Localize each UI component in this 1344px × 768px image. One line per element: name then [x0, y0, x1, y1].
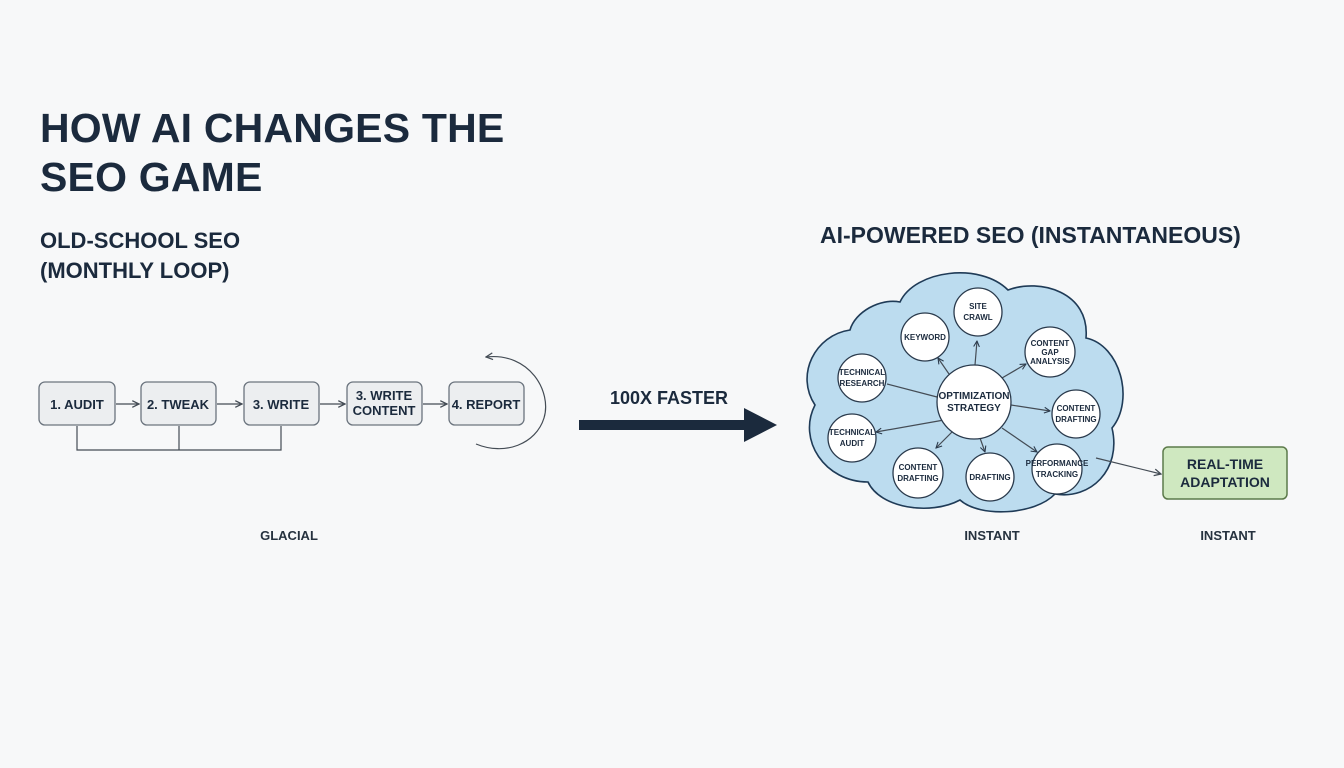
node-performance-tracking-label-2: TRACKING [1036, 470, 1078, 479]
real-time-adaptation-label-2: ADAPTATION [1180, 474, 1270, 490]
node-drafting-label: DRAFTING [969, 473, 1010, 482]
step-write-content-label-1: 3. WRITE [356, 388, 413, 403]
real-time-adaptation: REAL-TIME ADAPTATION INSTANT [1162, 446, 1288, 543]
real-time-adaptation-box [1162, 446, 1288, 500]
old-school-heading: OLD-SCHOOL SEO (MONTHLY LOOP) [40, 226, 360, 286]
node-content-drafting-bottom-circle [892, 447, 944, 499]
step-report-label: 4. REPORT [452, 397, 521, 412]
faster-arrow-head [744, 408, 777, 442]
faster-arrow-shaft [579, 420, 747, 430]
instant-caption-adaptation: INSTANT [1200, 528, 1255, 543]
node-content-gap-analysis-label-3: ANALYSIS [1030, 357, 1070, 366]
node-site-crawl: SITE CRAWL [953, 287, 1003, 337]
old-school-heading-line-2: (MONTHLY LOOP) [40, 258, 230, 283]
old-school-loop: 1. AUDIT 2. TWEAK 3. WRITE 3. WRITE CONT… [38, 357, 547, 543]
node-content-gap-analysis-label-2: GAP [1041, 348, 1059, 357]
title-line-2: SEO GAME [40, 154, 263, 200]
cloud-connectors [876, 341, 1161, 474]
node-performance-tracking: PERFORMANCE TRACKING [1026, 443, 1089, 495]
title-line-1: HOW AI CHANGES THE [40, 105, 505, 151]
connector-drafting [979, 437, 985, 452]
node-content-drafting-right: CONTENT DRAFTING [1051, 389, 1101, 439]
step-tweak: 2. TWEAK [140, 381, 217, 426]
node-technical-research-circle [837, 353, 887, 403]
step-write-label: 3. WRITE [253, 397, 310, 412]
loop-return-arrow [475, 357, 547, 450]
node-keyword-circle [900, 312, 950, 362]
step-audit: 1. AUDIT [38, 381, 116, 426]
step-write: 3. WRITE [243, 381, 320, 426]
page-title: HOW AI CHANGES THE SEO GAME [40, 104, 560, 202]
node-optimization-strategy-label-1: OPTIMIZATION [939, 391, 1010, 402]
node-technical-research-label-2: RESEARCH [840, 379, 885, 388]
ai-cloud-group: OPTIMIZATION STRATEGY SITE CRAWL KEYWORD… [806, 272, 1161, 543]
node-drafting: DRAFTING [965, 452, 1015, 502]
node-site-crawl-label-1: SITE [969, 302, 987, 311]
node-site-crawl-circle [953, 287, 1003, 337]
old-school-heading-line-1: OLD-SCHOOL SEO [40, 228, 241, 253]
node-keyword: KEYWORD [900, 312, 950, 362]
step-write-content-label-2: CONTENT [353, 403, 416, 418]
real-time-adaptation-label-1: REAL-TIME [1187, 456, 1263, 472]
node-content-drafting-right-circle [1051, 389, 1101, 439]
node-content-drafting-right-label-1: CONTENT [1057, 404, 1096, 413]
node-content-drafting-bottom-label-2: DRAFTING [897, 474, 938, 483]
node-content-drafting-bottom-label-1: CONTENT [899, 463, 938, 472]
step-tweak-label: 2. TWEAK [147, 397, 210, 412]
node-technical-audit-circle [827, 413, 877, 463]
node-drafting-circle [965, 452, 1015, 502]
node-technical-audit-label-1: TECHNICAL [829, 428, 875, 437]
connector-site-crawl [975, 341, 977, 366]
connector-technical-research [886, 383, 938, 398]
connector-content-gap [1001, 364, 1026, 379]
node-content-gap-analysis-circle [1024, 326, 1076, 378]
node-technical-audit-label-2: AUDIT [840, 439, 865, 448]
connector-adaptation [1095, 457, 1161, 474]
node-technical-research-label-1: TECHNICAL [839, 368, 885, 377]
node-content-gap-analysis: CONTENT GAP ANALYSIS [1024, 326, 1076, 378]
ai-powered-heading: AI-POWERED SEO (INSTANTANEOUS) [820, 222, 1241, 248]
node-keyword-label: KEYWORD [904, 333, 946, 342]
node-optimization-strategy-circle [936, 364, 1012, 440]
connector-technical-audit [876, 419, 945, 432]
node-content-drafting-bottom: CONTENT DRAFTING [892, 447, 944, 499]
step-write-content: 3. WRITE CONTENT [346, 381, 423, 426]
step-tweak-box [140, 381, 217, 426]
node-performance-tracking-circle [1031, 443, 1083, 495]
node-performance-tracking-label-1: PERFORMANCE [1026, 459, 1089, 468]
node-technical-audit: TECHNICAL AUDIT [827, 413, 877, 463]
step-report: 4. REPORT [448, 381, 525, 426]
node-content-gap-analysis-label-1: CONTENT [1031, 339, 1070, 348]
glacial-caption: GLACIAL [260, 528, 318, 543]
connector-keyword [938, 358, 950, 375]
node-technical-research: TECHNICAL RESEARCH [837, 353, 887, 403]
step-write-content-box [346, 381, 423, 426]
instant-caption-cloud: INSTANT [964, 528, 1019, 543]
node-content-drafting-right-label-2: DRAFTING [1055, 415, 1096, 424]
step-report-box [448, 381, 525, 426]
step-audit-label: 1. AUDIT [50, 397, 104, 412]
connector-content-drafting-right [1010, 404, 1050, 411]
faster-label: 100X FASTER [610, 388, 728, 408]
step-write-box [243, 381, 320, 426]
faster-transition: 100X FASTER [579, 388, 777, 442]
node-optimization-strategy: OPTIMIZATION STRATEGY [936, 364, 1012, 440]
step-audit-box [38, 381, 116, 426]
connector-content-drafting-bottom [936, 431, 953, 448]
connector-performance-tracking [1001, 427, 1037, 452]
node-site-crawl-label-2: CRAWL [963, 313, 992, 322]
node-optimization-strategy-label-2: STRATEGY [947, 403, 1001, 414]
